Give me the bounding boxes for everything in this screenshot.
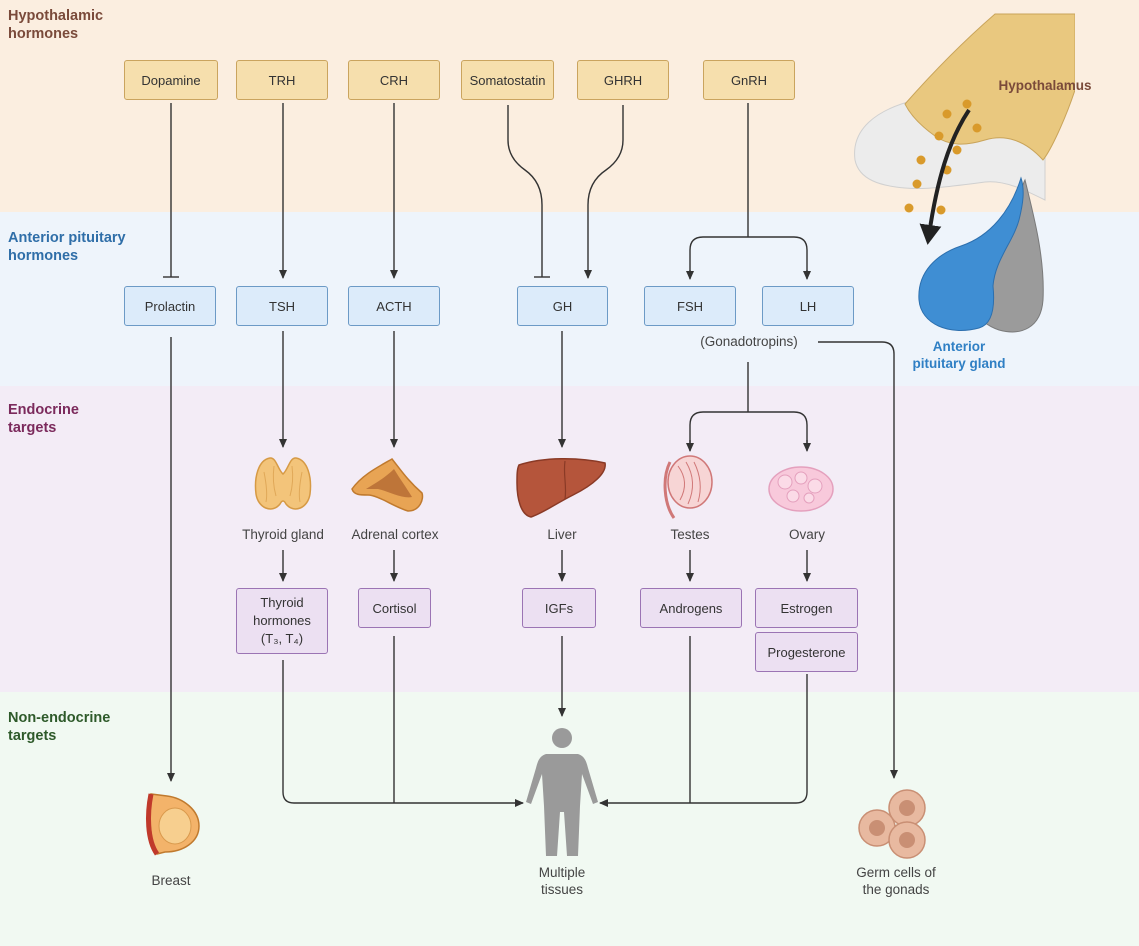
thyroid-gland-icon (254, 457, 312, 510)
adrenal-cortex-icon (351, 458, 424, 512)
hormone-box-fsh: FSH (644, 286, 736, 326)
endocrine-band (0, 386, 1139, 692)
section-title-hypothalamic: Hypothalamic hormones (8, 8, 104, 42)
hormone-box-cortisol: Cortisol (358, 588, 431, 628)
thyroid-hormones-line-3: (T₃, T₄) (260, 631, 304, 646)
hormone-box-acth: ACTH (348, 286, 440, 326)
thyroid-hormones-line-1: Thyroid (260, 595, 304, 610)
target-label-thyroid: Thyroid gland (242, 527, 324, 542)
hormone-box-prolactin: Prolactin (124, 286, 216, 326)
hormone-box-gh: GH (517, 286, 608, 326)
thyroid-hormones-line-2: hormones (253, 613, 311, 628)
target-label-liver: Liver (547, 527, 577, 542)
germ-cells-label: Germ cells of the gonads (856, 865, 936, 897)
hormone-box-lh: LH (762, 286, 854, 326)
hormone-box-estrogen: Estrogen (755, 588, 858, 628)
hormone-box-dopamine: Dopamine (124, 60, 218, 100)
anterior-pituitary-gland-label: Anterior pituitary gland (912, 339, 1006, 371)
hormone-box-somatostatin: Somatostatin (461, 60, 554, 100)
hormone-box-ghrh: GHRH (577, 60, 669, 100)
gonadotropins-label: (Gonadotropins) (700, 334, 798, 349)
hormone-box-thyroid-hormones: Thyroid hormones (T₃, T₄) (236, 588, 328, 654)
hormone-box-igfs: IGFs (522, 588, 596, 628)
breast-icon (146, 793, 200, 856)
human-figure-icon (526, 728, 598, 856)
target-label-testes: Testes (670, 527, 710, 542)
target-label-ovary: Ovary (788, 527, 825, 542)
section-title-non-endocrine: Non-endocrine targets (8, 710, 111, 744)
hormone-box-trh: TRH (236, 60, 328, 100)
hormone-box-gnrh: GnRH (703, 60, 795, 100)
hormone-box-androgens: Androgens (640, 588, 742, 628)
hypothalamus-pituitary-illustration (854, 13, 1075, 333)
section-title-anterior: Anterior pituitary hormones (8, 230, 126, 264)
liver-icon (516, 458, 606, 518)
breast-label: Breast (151, 873, 191, 888)
hormone-box-crh: CRH (348, 60, 440, 100)
hormone-box-tsh: TSH (236, 286, 328, 326)
testes-icon (663, 455, 713, 519)
germ-cells-icon (858, 789, 926, 859)
section-title-endocrine: Endocrine targets (8, 402, 79, 436)
ovary-icon (768, 466, 834, 512)
hypothalamus-label: Hypothalamus (998, 78, 1092, 93)
target-label-adrenal: Adrenal cortex (351, 527, 439, 542)
tissues-label: Multiple tissues (538, 865, 586, 897)
hormone-box-progesterone: Progesterone (755, 632, 858, 672)
